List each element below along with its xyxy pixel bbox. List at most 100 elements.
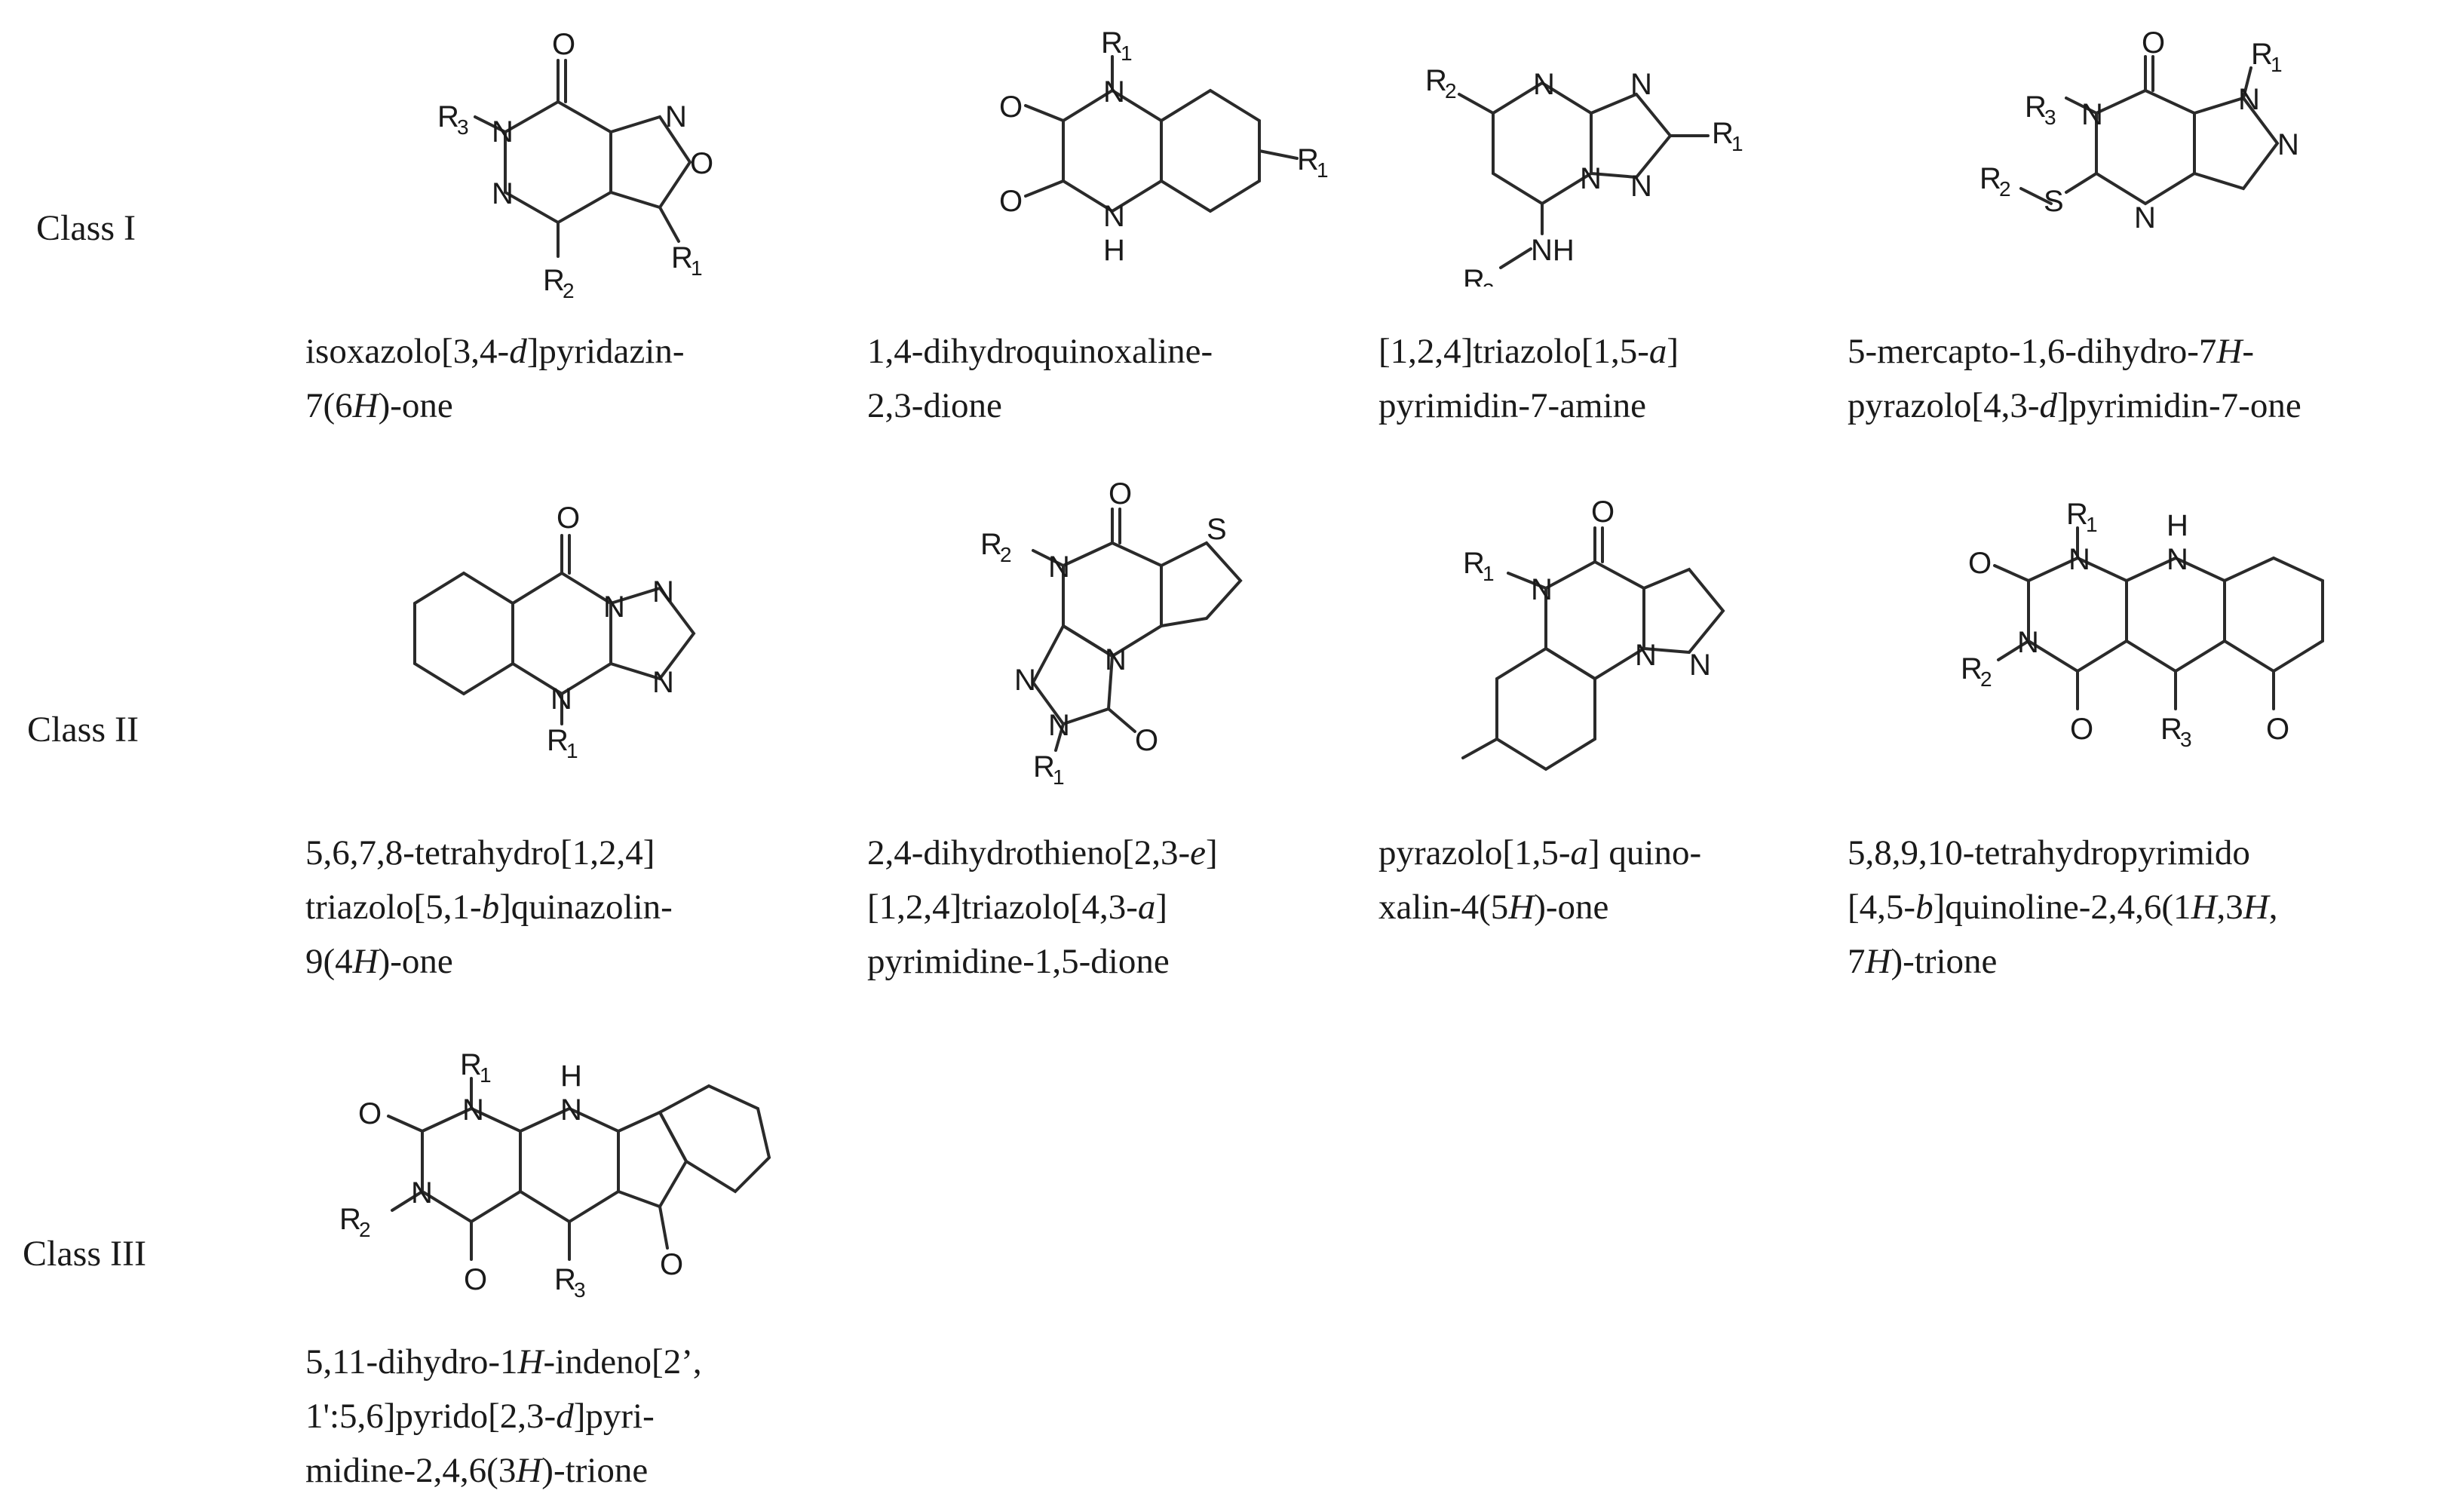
substituent-r1: R: [2251, 38, 2273, 71]
atom-n: N: [560, 1093, 582, 1127]
atom-n: N: [603, 590, 625, 624]
substituent-r3: R: [554, 1263, 576, 1296]
class-label-1: Class I: [36, 208, 136, 248]
name-line: 5,8,9,10-tetrahydropyrimido: [1848, 833, 2250, 873]
name-line: pyrimidin-7-amine: [1378, 386, 1647, 425]
atom-o: O: [2266, 713, 2289, 746]
compound-name: pyrazolo[1,5-a] quino-xalin-4(5H)-one: [1378, 826, 1701, 934]
atom-n: N: [411, 1176, 433, 1210]
svg-text:1: 1: [1483, 562, 1495, 585]
substituent-r2: R: [1979, 162, 2001, 195]
name-line: midine-2,4,6(3H)-trione: [305, 1451, 649, 1490]
substituent-r3: R: [437, 100, 459, 133]
svg-text:1: 1: [691, 256, 703, 280]
structure-pyrazoloquinoxalinone: O N N N R1: [1461, 495, 1725, 771]
structure-indenopyridopyrimidinetrione: O N N H N O O R1 R2 R3: [339, 1048, 771, 1302]
svg-text:1: 1: [1121, 41, 1133, 65]
svg-text:1: 1: [2271, 53, 2283, 76]
atom-n: N: [1531, 573, 1553, 606]
substituent-r1: R: [2066, 498, 2088, 531]
substituent-r2: R: [543, 264, 565, 297]
name-line: isoxazolo[3,4-d]pyridazin-: [305, 332, 685, 371]
atom-o: O: [999, 185, 1023, 218]
compound-name: 5,11-dihydro-1H-indeno[2’,1':5,6]pyrido[…: [305, 1335, 702, 1498]
name-line: xalin-4(5H)-one: [1378, 888, 1609, 927]
atom-n: N: [1689, 649, 1711, 682]
name-line: triazolo[5,1-b]quinazolin-: [305, 888, 673, 927]
atom-o: O: [999, 90, 1023, 124]
atom-n: N: [1105, 643, 1127, 676]
name-line: 7(6H)-one: [305, 386, 453, 425]
atom-n: N: [665, 100, 687, 133]
name-line: 5,11-dihydro-1H-indeno[2’,: [305, 1342, 702, 1382]
atom-n: N: [2167, 543, 2188, 576]
name-line: pyrimidine-1,5-dione: [867, 942, 1170, 981]
compound-name: 1,4-dihydroquinoxaline- 2,3-dione: [867, 324, 1213, 433]
class-label-2: Class II: [27, 710, 139, 750]
atom-n: N: [652, 575, 674, 609]
atom-o: O: [358, 1097, 382, 1130]
svg-text:1: 1: [1731, 132, 1743, 155]
atom-n: N: [1103, 200, 1125, 233]
atom-n: N: [2017, 626, 2039, 659]
atom-o: O: [1135, 724, 1158, 757]
structure-dihydroquinoxalinedione: O O N N H R1 R1: [999, 30, 1329, 267]
structure-tetrahydropyrimidoquinolinetrione: O N N H N O O R1 R2 R3: [1961, 498, 2324, 751]
atom-nh: NH: [1531, 234, 1575, 267]
atom-n: N: [1635, 639, 1657, 672]
atom-h: H: [1103, 234, 1125, 267]
substituent-r2: R: [339, 1203, 361, 1236]
atom-n: N: [1533, 68, 1555, 101]
atom-n: N: [492, 177, 514, 210]
atom-o: O: [690, 147, 713, 180]
substituent-r3: R: [2160, 713, 2182, 746]
name-line: 1,4-dihydroquinoxaline-: [867, 332, 1213, 371]
atom-s: S: [1207, 513, 1227, 546]
substituent-r3: R: [1463, 264, 1485, 287]
atom-n: N: [1630, 170, 1652, 203]
svg-text:2: 2: [1000, 543, 1012, 566]
svg-text:2: 2: [1999, 177, 2011, 201]
substituent-r3: R: [2025, 90, 2047, 124]
atom-o: O: [2070, 713, 2093, 746]
atom-s: S: [2044, 185, 2064, 218]
atom-o: O: [1591, 495, 1615, 529]
svg-text:2: 2: [1445, 79, 1457, 103]
svg-text:1: 1: [2086, 513, 2098, 536]
compound-name: 5-mercapto-1,6-dihydro-7H-pyrazolo[4,3-d…: [1848, 324, 2301, 433]
substituent-r2: R: [980, 528, 1002, 561]
svg-text:1: 1: [1053, 765, 1065, 784]
svg-text:1: 1: [480, 1063, 492, 1087]
atom-h: H: [2167, 509, 2188, 542]
name-line: 2,4-dihydrothieno[2,3-e]: [867, 833, 1218, 873]
atom-n: N: [1103, 75, 1125, 109]
substituent-r1: R: [1712, 117, 1734, 150]
svg-text:3: 3: [1483, 279, 1495, 287]
atom-n: N: [1630, 68, 1652, 101]
substituent-r1: R: [1297, 143, 1319, 176]
substituent-r2: R: [1425, 64, 1447, 97]
svg-text:3: 3: [457, 115, 469, 139]
svg-text:3: 3: [2044, 106, 2056, 129]
class-label-3: Class III: [23, 1234, 146, 1274]
structure-tetrahydrotriazoloquinazolinone: O N N N N R1: [413, 501, 696, 762]
svg-text:2: 2: [359, 1218, 371, 1241]
compound-name: 5,8,9,10-tetrahydropyrimido[4,5-b]quinol…: [1848, 826, 2277, 989]
atom-o: O: [464, 1263, 487, 1296]
name-line: [1,2,4]triazolo[1,5-a]: [1378, 332, 1679, 371]
compound-name: [1,2,4]triazolo[1,5-a] pyrimidin-7-amine: [1378, 324, 1679, 433]
atom-h: H: [560, 1060, 582, 1093]
atom-o: O: [1968, 547, 1992, 580]
substituent-r1: R: [671, 241, 693, 274]
svg-text:1: 1: [1317, 158, 1329, 182]
atom-n: N: [462, 1093, 484, 1127]
svg-text:3: 3: [2180, 728, 2192, 751]
name-line: 2,3-dione: [867, 386, 1002, 425]
name-line: 5,6,7,8-tetrahydro[1,2,4]: [305, 833, 655, 873]
atom-n: N: [1014, 664, 1036, 697]
name-line: pyrazolo[4,3-d]pyrimidin-7-one: [1848, 386, 2301, 425]
atom-n: N: [2068, 543, 2090, 576]
atom-o: O: [557, 501, 580, 535]
name-line: 9(4H)-one: [305, 942, 453, 981]
substituent-r1: R: [1101, 30, 1123, 60]
